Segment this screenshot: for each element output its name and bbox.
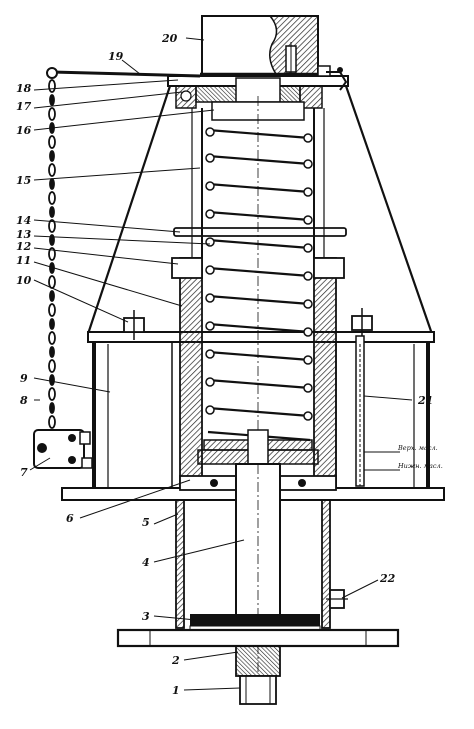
callout-9: 9 bbox=[20, 372, 28, 385]
callout-3: 3 bbox=[142, 610, 150, 623]
leader-lines bbox=[29, 37, 413, 691]
callout-17: 17 bbox=[16, 100, 32, 113]
lever-arm bbox=[46, 67, 348, 91]
oil-level-gauge: Bepx. масл. Нижн. масл. bbox=[355, 335, 443, 487]
callout-21: 21 bbox=[417, 394, 433, 407]
spring-cylinder bbox=[171, 96, 345, 487]
callout-11: 11 bbox=[16, 254, 31, 267]
spring-coil-ends bbox=[205, 127, 313, 421]
spring-coils bbox=[207, 128, 311, 442]
chain bbox=[48, 79, 56, 429]
chain-weight-valve bbox=[33, 429, 93, 469]
callout-labels: 20 19 18 17 16 15 14 13 12 11 10 9 8 7 6… bbox=[16, 32, 433, 697]
callout-12: 12 bbox=[16, 240, 32, 253]
callout-1: 1 bbox=[172, 684, 180, 697]
callout-14: 14 bbox=[16, 214, 31, 227]
callout-8: 8 bbox=[20, 394, 28, 407]
callout-6: 6 bbox=[66, 512, 74, 525]
side-bolt bbox=[326, 589, 348, 609]
callout-10: 10 bbox=[16, 274, 32, 287]
callout-22: 22 bbox=[379, 572, 396, 585]
callout-15: 15 bbox=[16, 174, 31, 187]
callout-2: 2 bbox=[171, 654, 180, 667]
callout-4: 4 bbox=[142, 556, 150, 569]
motor-housing bbox=[200, 15, 320, 84]
oil-mark-upper: Bepx. масл. bbox=[397, 444, 438, 452]
callout-16: 16 bbox=[16, 124, 32, 137]
callout-20: 20 bbox=[161, 32, 178, 45]
cover-bolts bbox=[123, 308, 373, 340]
rubber-pad bbox=[189, 614, 321, 631]
callout-5: 5 bbox=[142, 516, 150, 529]
callout-18: 18 bbox=[16, 82, 32, 95]
callout-19: 19 bbox=[108, 50, 124, 63]
callout-7: 7 bbox=[20, 466, 28, 479]
base-plate bbox=[116, 628, 400, 705]
conical-cover bbox=[86, 85, 434, 335]
callout-13: 13 bbox=[16, 228, 32, 241]
oil-mark-lower: Нижн. масл. bbox=[397, 462, 443, 470]
guide-ring bbox=[173, 227, 347, 237]
lower-column bbox=[175, 463, 331, 700]
